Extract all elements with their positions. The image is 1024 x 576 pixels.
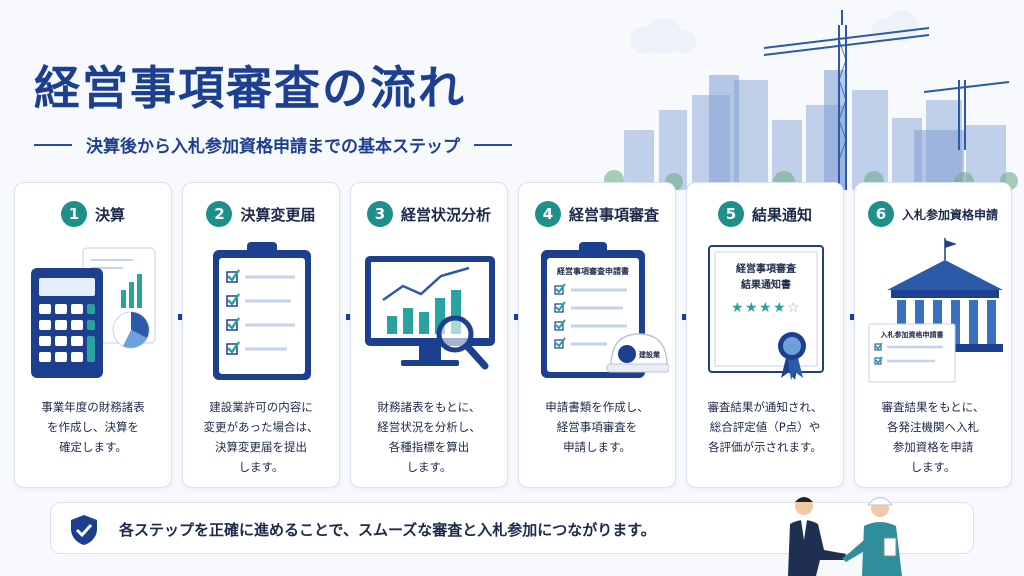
svg-text:★: ★: [731, 300, 744, 316]
monitor-chart-icon: [365, 256, 495, 370]
step-number: 5: [717, 201, 744, 227]
step-number: 3: [366, 201, 393, 227]
form-heading: 経営事項審査申請書: [557, 266, 629, 276]
step-number: 2: [206, 201, 233, 227]
svg-text:★: ★: [773, 300, 786, 316]
checklist-icon: [213, 242, 311, 380]
step-title: 決算変更届: [240, 205, 316, 224]
svg-text:★: ★: [745, 300, 758, 316]
footer-message: 各ステップを正確に進めることで、スムーズな審査と入札参加につながります。: [119, 521, 656, 539]
step-number: 1: [60, 201, 87, 227]
certificate-icon: 経営事項審査 結果通知書 ★★★★☆: [708, 245, 824, 380]
application-form-illustration: 経営事項審査申請書 建設業: [541, 242, 669, 378]
step-card-1: 1 決算 事業年度の財務諸表 を作成し、決算を 確定します。: [14, 182, 172, 488]
step-title: 結果通知: [751, 205, 812, 224]
step-card-2: 2 決算変更届 建設業許可の内容に 変更があった場合は、 決算変更届を提出 しま…: [182, 182, 340, 488]
step-card-4: 4 経営事項審査 経営事項審査申請書 建設業 申請書類を作成し、 経営事項審査を…: [518, 182, 676, 488]
step-description: 事業年度の財務諸表 を作成し、決算を 確定します。: [41, 400, 145, 454]
step-description: 審査結果をもとに、 各発注機関へ入札 参加資格を申請 します。: [881, 400, 985, 474]
page-title: 経営事項審査の流れ: [34, 61, 466, 115]
certificate-line-1: 経営事項審査: [736, 262, 797, 275]
step-card-3: 3 経営状況分析 財務諸表をもとに、 経営状況を分析し、 各種指標を算出 します…: [350, 182, 508, 488]
rating-stars: ★★★★☆: [731, 300, 800, 316]
footer-note: 各ステップを正確に進めることで、スムーズな審査と入札参加につながります。: [50, 502, 974, 554]
form-heading: 入札参加資格申請書: [880, 330, 944, 339]
step-title: 経営事項審査: [568, 205, 659, 224]
government-building-icon: 入札参加資格申請書: [868, 238, 1003, 383]
cityscape-illustration: [604, 10, 1018, 190]
steps-flow: 1 決算 事業年度の財務諸表 を作成し、決算を 確定します。 2: [14, 182, 1014, 488]
ribbon-icon: [778, 332, 806, 380]
shield-check-icon: [71, 515, 97, 545]
step-title: 決算: [94, 205, 125, 224]
calculator-icon: [31, 247, 156, 378]
step-card-5: 5 結果通知 経営事項審査 結果通知書 ★★★★☆ 審査結果が通知され、 総合評…: [686, 182, 844, 488]
step-description: 財務諸表をもとに、 経営状況を分析し、 各種指標を算出 します。: [377, 400, 481, 474]
step-title: 経営状況分析: [400, 205, 491, 224]
svg-text:☆: ☆: [787, 300, 800, 316]
divider: [474, 143, 512, 146]
helmet-label: 建設業: [639, 350, 661, 359]
handshake-illustration: [788, 497, 902, 576]
certificate-line-2: 結果通知書: [741, 278, 791, 291]
step-card-6: 6 入札参加資格申請 入札参加資格申請書 審査結果をもとに、 各発注機関へ入札 …: [854, 182, 1012, 488]
step-number: 6: [867, 201, 894, 227]
subtitle-row: 決算後から入札参加資格申請までの基本ステップ: [34, 132, 512, 157]
step-description: 申請書類を作成し、 経営事項審査を 申請します。: [545, 400, 649, 454]
step-number: 4: [534, 201, 561, 227]
step-description: 審査結果が通知され、 総合評定値（P点）や 各評価が示されます。: [707, 400, 823, 454]
helmet-icon: 建設業: [606, 333, 669, 373]
svg-text:★: ★: [759, 300, 772, 316]
page-subtitle: 決算後から入札参加資格申請までの基本ステップ: [86, 137, 460, 157]
magnifier-icon: [436, 315, 474, 353]
step-description: 建設業許可の内容に 変更があった場合は、 決算変更届を提出 します。: [203, 400, 319, 474]
step-title: 入札参加資格申請: [901, 207, 998, 222]
divider: [34, 143, 72, 146]
